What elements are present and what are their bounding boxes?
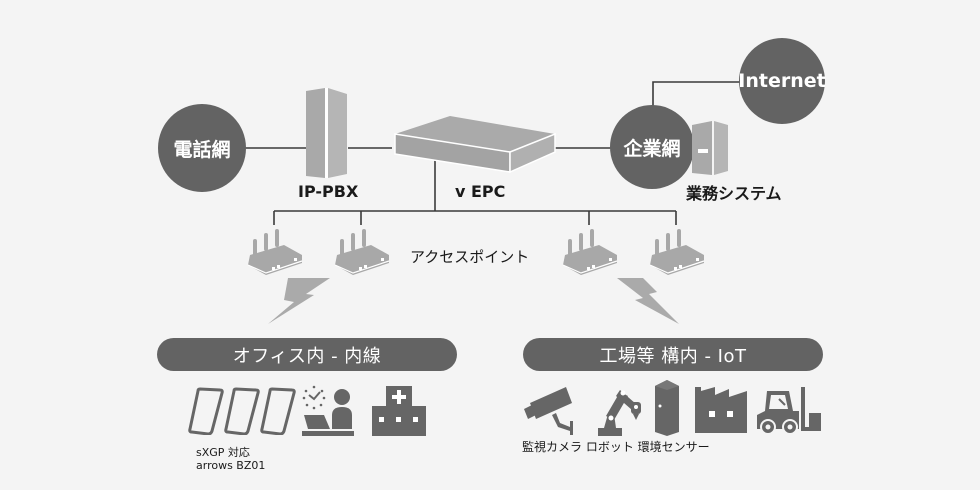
business-system-label: 業務システム [686,184,782,203]
internet-label: Internet [738,70,826,92]
environment-sensor-icon [655,380,679,436]
smartphone-icon [260,387,296,435]
office-worker-icon [302,385,354,436]
business-system-server-icon [692,121,728,175]
vepc-label: v EPC [455,182,506,201]
access-point-icon [247,229,303,275]
wireless-signal-icon [617,278,679,324]
vepc-device-icon [394,116,556,174]
factory-section-title: 工場等 構内 - IoT [599,345,747,367]
smartphone-icon [224,387,260,435]
enterprise-network-node: 企業網 [610,105,694,189]
device-caption-line1: sXGP 対応 [196,446,250,459]
ip-pbx-label: IP-PBX [298,182,359,201]
factory-caption: 監視カメラ ロボット 環境センサー [522,440,710,454]
access-point-label: アクセスポイント [410,248,530,266]
smartphone-icon [188,387,224,435]
internet-node: Internet [738,38,826,124]
access-point-icon [562,229,618,275]
phone-network-node: 電話網 [158,104,246,192]
office-section-title: オフィス内 - 内線 [232,345,382,367]
office-section-header: オフィス内 - 内線 [157,338,457,371]
wireless-signal-icon [268,278,330,324]
forklift-icon [757,387,821,435]
hospital-icon [372,386,426,436]
factory-icon [695,387,747,433]
surveillance-camera-icon [524,387,573,435]
enterprise-network-label: 企業網 [623,137,681,160]
line-enterprise-internet [652,81,742,107]
access-point-icon [334,229,390,275]
ip-pbx-server-icon [306,88,347,178]
robot-arm-icon [598,390,641,436]
access-point-icon [649,229,705,275]
factory-section-header: 工場等 構内 - IoT [523,338,823,371]
device-caption-line2: arrows BZ01 [196,459,266,472]
phone-network-label: 電話網 [173,138,231,161]
